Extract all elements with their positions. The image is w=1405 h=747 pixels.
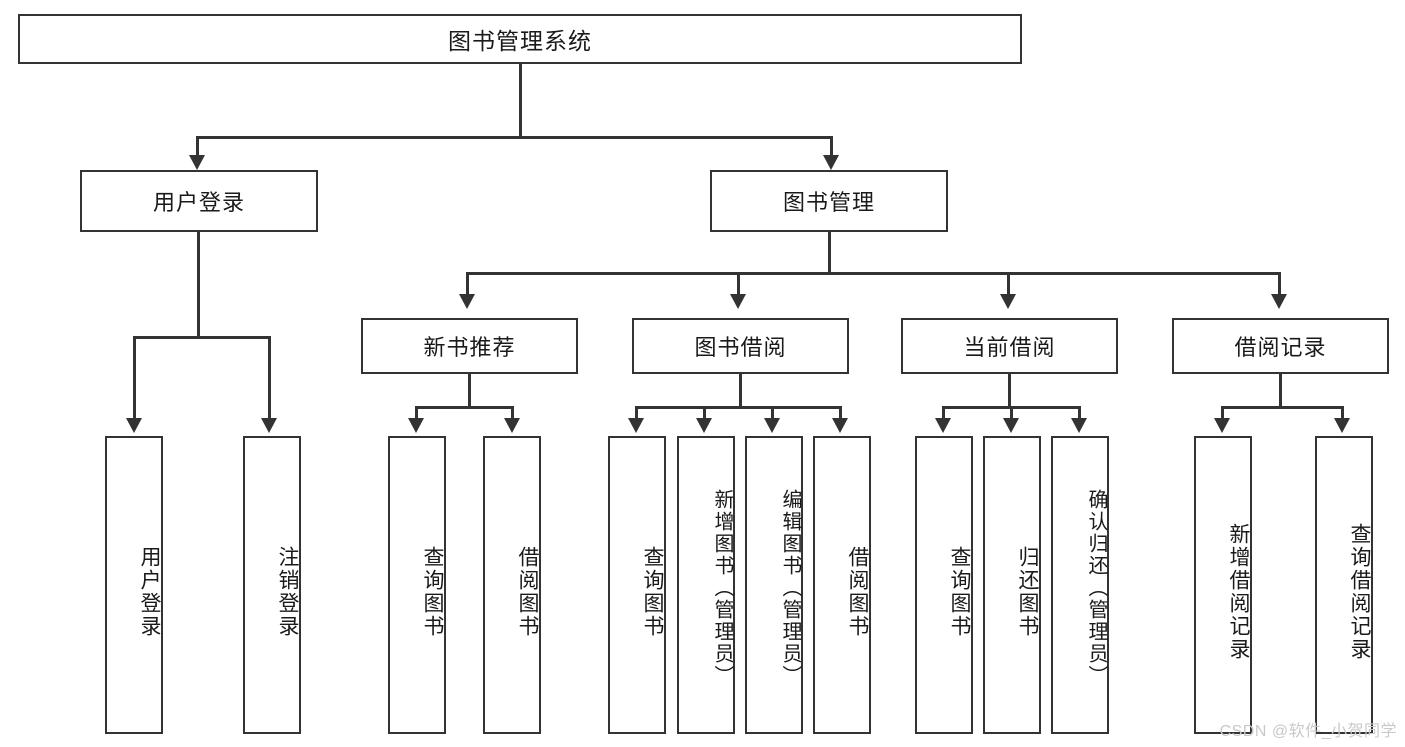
leaf-query-book-current[interactable]: 查询图书 xyxy=(915,436,973,734)
node-root-library-system[interactable]: 图书管理系统 xyxy=(18,14,1022,64)
leaf-query-book-new-recommend[interactable]: 查询图书 xyxy=(388,436,446,734)
connector-book-mgmt-bus xyxy=(466,272,1280,275)
connector-borrow-record-stem xyxy=(1279,374,1282,408)
connector-user-login-stem xyxy=(197,232,200,338)
connector-root-bus xyxy=(196,136,833,139)
connector-borrow-book-leaf3 xyxy=(771,406,774,420)
leaf-edit-book-admin[interactable]: 编辑图书（管理员） xyxy=(745,436,803,734)
connector-current-borrow-leaf2 xyxy=(1010,406,1013,420)
arrow-to-query-book-2 xyxy=(628,418,644,433)
arrow-to-new-book xyxy=(459,294,475,309)
connector-root-to-book-mgmt xyxy=(830,136,833,158)
leaf-return-book[interactable]: 归还图书 xyxy=(983,436,1041,734)
connector-new-book-bus xyxy=(415,406,514,409)
arrow-to-user-login xyxy=(189,155,205,170)
arrow-to-user-login-leaf xyxy=(126,418,142,433)
connector-borrow-record-leaf1 xyxy=(1221,406,1224,420)
connector-new-book-stem xyxy=(468,374,471,408)
node-current-borrow[interactable]: 当前借阅 xyxy=(901,318,1118,374)
connector-current-borrow-leaf1 xyxy=(942,406,945,420)
arrow-to-edit-book xyxy=(764,418,780,433)
arrow-to-query-book-1 xyxy=(408,418,424,433)
node-book-management[interactable]: 图书管理 xyxy=(710,170,948,232)
connector-current-borrow-stem xyxy=(1008,374,1011,408)
arrow-to-logout-leaf xyxy=(261,418,277,433)
connector-borrow-record-leaf2 xyxy=(1341,406,1344,420)
arrow-to-current-borrow xyxy=(1000,294,1016,309)
connector-to-new-book xyxy=(466,272,469,297)
arrow-to-book-mgmt xyxy=(823,155,839,170)
leaf-add-borrow-record[interactable]: 新增借阅记录 xyxy=(1194,436,1252,734)
connector-user-login-leaf1 xyxy=(133,336,136,420)
arrow-to-borrow-record xyxy=(1271,294,1287,309)
connector-borrow-book-leaf4 xyxy=(839,406,842,420)
arrow-to-borrow-book-leaf-1 xyxy=(504,418,520,433)
leaf-logout[interactable]: 注销登录 xyxy=(243,436,301,734)
connector-root-to-user-login xyxy=(196,136,199,158)
connector-new-book-leaf2 xyxy=(511,406,514,420)
node-user-login[interactable]: 用户登录 xyxy=(80,170,318,232)
connector-user-login-leaf2 xyxy=(268,336,271,420)
arrow-to-confirm-return xyxy=(1071,418,1087,433)
arrow-to-query-record xyxy=(1334,418,1350,433)
node-book-borrow[interactable]: 图书借阅 xyxy=(632,318,849,374)
connector-borrow-book-stem xyxy=(739,374,742,408)
connector-user-login-bus xyxy=(133,336,270,339)
connector-current-borrow-leaf3 xyxy=(1078,406,1081,420)
connector-book-mgmt-stem xyxy=(828,232,831,274)
connector-borrow-book-leaf1 xyxy=(635,406,638,420)
leaf-query-borrow-record[interactable]: 查询借阅记录 xyxy=(1315,436,1373,734)
connector-borrow-record-bus xyxy=(1221,406,1344,409)
node-new-book-recommend[interactable]: 新书推荐 xyxy=(361,318,578,374)
arrow-to-add-book xyxy=(696,418,712,433)
connector-new-book-leaf1 xyxy=(415,406,418,420)
connector-to-borrow-book xyxy=(737,272,740,297)
leaf-add-book-admin[interactable]: 新增图书（管理员） xyxy=(677,436,735,734)
node-borrow-record[interactable]: 借阅记录 xyxy=(1172,318,1389,374)
arrow-to-add-record xyxy=(1214,418,1230,433)
connector-borrow-book-bus xyxy=(635,406,842,409)
arrow-to-return-book xyxy=(1003,418,1019,433)
leaf-confirm-return-admin[interactable]: 确认归还（管理员） xyxy=(1051,436,1109,734)
leaf-query-book-borrow[interactable]: 查询图书 xyxy=(608,436,666,734)
leaf-borrow-book-new-recommend[interactable]: 借阅图书 xyxy=(483,436,541,734)
connector-root-stem xyxy=(519,64,522,138)
arrow-to-query-book-3 xyxy=(935,418,951,433)
connector-to-borrow-record xyxy=(1278,272,1281,297)
watermark-text: CSDN @软件_小贺同学 xyxy=(1219,723,1397,740)
connector-borrow-book-leaf2 xyxy=(703,406,706,420)
arrow-to-borrow-book xyxy=(730,294,746,309)
arrow-to-borrow-book-leaf-2 xyxy=(832,418,848,433)
leaf-user-login[interactable]: 用户登录 xyxy=(105,436,163,734)
leaf-borrow-book-borrow[interactable]: 借阅图书 xyxy=(813,436,871,734)
connector-to-current-borrow xyxy=(1007,272,1010,297)
